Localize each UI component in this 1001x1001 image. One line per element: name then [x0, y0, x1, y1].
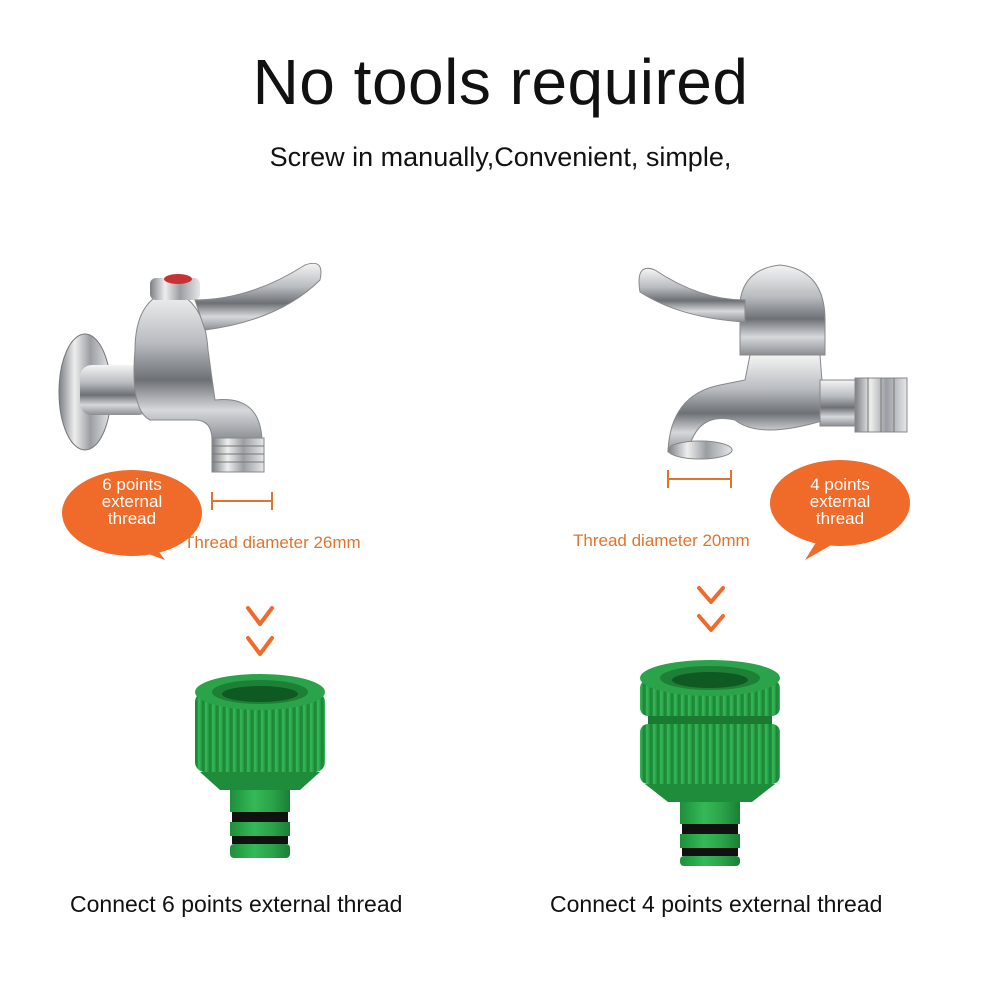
right-thread-bubble — [770, 460, 910, 560]
right-dimension-marker — [667, 470, 732, 488]
left-thread-bubble — [62, 470, 202, 560]
left-bubble-line-2: external — [101, 492, 163, 511]
left-bubble-line-1: 6 points — [102, 475, 162, 494]
left-thread-diameter-label: Thread diameter 26mm — [184, 533, 361, 552]
left-bubble-text: 6 points external thread — [72, 476, 192, 527]
down-arrows-icon — [246, 586, 725, 656]
page-subtitle: Screw in manually,Convenient, simple, — [269, 142, 732, 172]
faucet-right-image — [638, 264, 908, 460]
page-title: No tools required — [252, 46, 749, 118]
hose-connector-left-image — [195, 674, 325, 858]
right-bubble-text: 4 points external thread — [780, 476, 900, 527]
right-bubble-line-2: external — [809, 492, 871, 511]
hose-connector-right-image — [640, 660, 780, 866]
right-bubble-line-3: thread — [815, 509, 865, 528]
left-bubble-line-3: thread — [107, 509, 157, 528]
faucet-left-image — [58, 262, 322, 473]
left-dimension-marker — [211, 492, 273, 510]
right-thread-diameter-label: Thread diameter 20mm — [573, 531, 750, 550]
right-bubble-line-1: 4 points — [810, 475, 870, 494]
right-caption: Connect 4 points external thread — [550, 891, 883, 917]
left-caption: Connect 6 points external thread — [70, 891, 403, 917]
